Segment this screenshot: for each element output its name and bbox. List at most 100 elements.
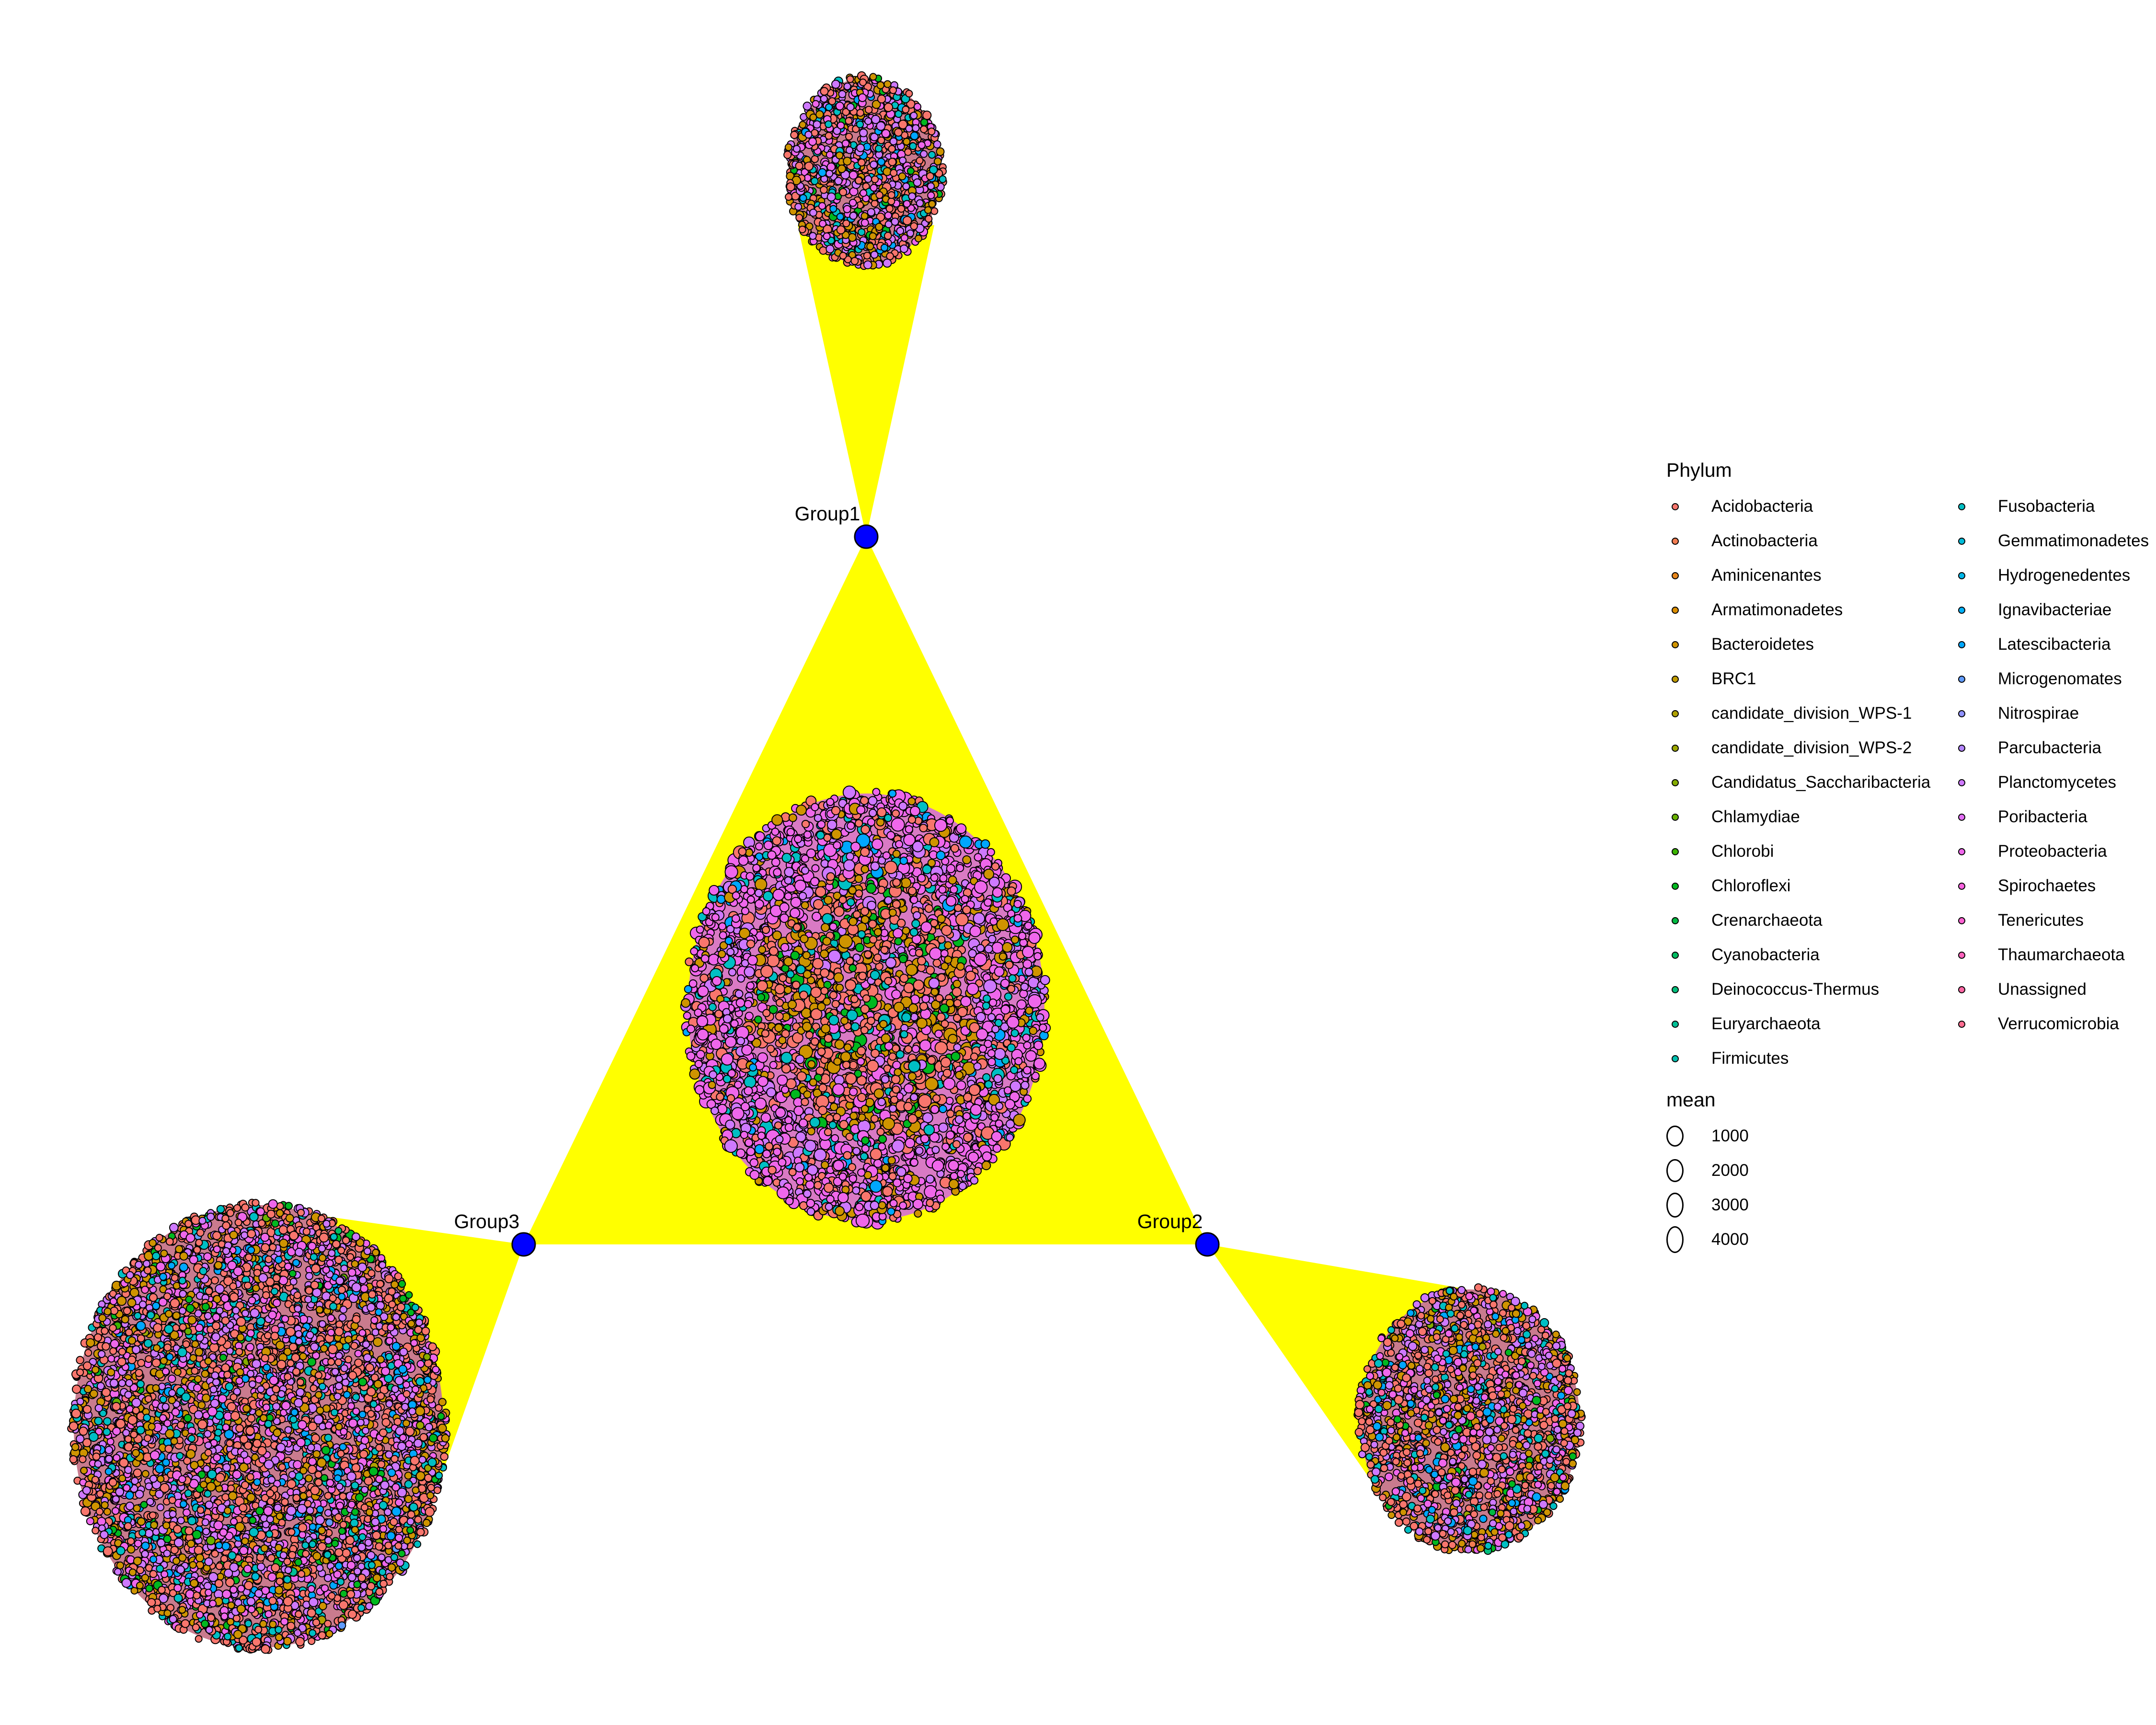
phylum-legend-item: candidate_division_WPS-2: [1666, 731, 1953, 765]
phylum-legend-item: Crenarchaeota: [1666, 903, 1953, 938]
phylum-legend-item: Armatimonadetes: [1666, 593, 1953, 627]
size-legend-item: 2000: [1666, 1153, 2156, 1188]
phylum-legend-item: Unassigned: [1953, 972, 2154, 1007]
size-legend-item: 4000: [1666, 1222, 2156, 1257]
group2-label: Group2: [1137, 1210, 1203, 1232]
phylum-swatch: [1958, 606, 1965, 614]
phylum-label: Poribacteria: [1998, 807, 2087, 826]
otu-clusters: [67, 71, 1586, 1654]
phylum-legend-item: Chlorobi: [1666, 834, 1953, 869]
phylum-label: Fusobacteria: [1998, 497, 2095, 516]
group3-label: Group3: [454, 1210, 520, 1232]
phylum-label: Nitrospirae: [1998, 704, 2079, 723]
phylum-swatch-key: [1953, 532, 1970, 550]
size-label: 1000: [1711, 1127, 1749, 1145]
phylum-label: Verrucomicrobia: [1998, 1014, 2119, 1033]
phylum-label: Aminicenantes: [1711, 566, 1822, 585]
group1-specific-cluster: [783, 71, 947, 270]
phylum-legend-item: Bacteroidetes: [1666, 627, 1953, 662]
shared-cluster: [680, 785, 1051, 1230]
phylum-swatch-key: [1953, 567, 1970, 584]
phylum-swatch-key: [1953, 601, 1970, 619]
phylum-label: Candidatus_Saccharibacteria: [1711, 773, 1931, 792]
phylum-label: Chlamydiae: [1711, 807, 1800, 826]
group2-node[interactable]: [1195, 1232, 1220, 1257]
phylum-swatch-key: [1953, 946, 1970, 964]
phylum-legend-item: Poribacteria: [1953, 800, 2154, 834]
phylum-label: Gemmatimonadetes: [1998, 531, 2149, 550]
phylum-legend-item: Spirochaetes: [1953, 869, 2154, 903]
group3-node[interactable]: [511, 1232, 536, 1257]
phylum-legend-item: Acidobacteria: [1666, 489, 1953, 524]
phylum-swatch-key: [1666, 774, 1684, 791]
group2-specific-cluster: [1353, 1283, 1586, 1555]
phylum-swatch-key: [1953, 1015, 1970, 1033]
phylum-swatch: [1958, 917, 1965, 924]
size-key: [1666, 1126, 1684, 1147]
phylum-swatch-key: [1953, 843, 1970, 860]
phylum-label: Proteobacteria: [1998, 842, 2107, 861]
phylum-label: Crenarchaeota: [1711, 911, 1823, 930]
phylum-swatch: [1958, 951, 1965, 959]
phylum-label: Deinococcus-Thermus: [1711, 980, 1880, 999]
group-labels: Group1 Group2 Group3: [454, 503, 1203, 1232]
phylum-swatch-key: [1666, 601, 1684, 619]
phylum-legend-item: Fusobacteria: [1953, 489, 2154, 524]
phylum-swatch: [1958, 572, 1965, 579]
phylum-swatch: [1671, 641, 1679, 648]
phylum-swatch: [1671, 986, 1679, 993]
phylum-swatch: [1958, 848, 1965, 855]
phylum-label: Thaumarchaeota: [1998, 945, 2125, 964]
phylum-swatch: [1671, 1020, 1679, 1028]
phylum-swatch-key: [1953, 877, 1970, 895]
size-label: 2000: [1711, 1161, 1749, 1180]
size-legend-item: 3000: [1666, 1188, 2156, 1222]
phylum-swatch: [1671, 503, 1679, 510]
phylum-legend-item: Candidatus_Saccharibacteria: [1666, 765, 1953, 800]
phylum-label: candidate_division_WPS-1: [1711, 704, 1912, 723]
phylum-swatch-key: [1666, 912, 1684, 929]
phylum-swatch-key: [1666, 636, 1684, 653]
phylum-label: Ignavibacteriae: [1998, 600, 2112, 619]
phylum-label: BRC1: [1711, 669, 1756, 688]
phylum-swatch: [1671, 1055, 1679, 1062]
phylum-swatch-key: [1953, 636, 1970, 653]
phylum-legend-item: Hydrogenedentes: [1953, 558, 2154, 593]
group-hubs: [511, 524, 1220, 1257]
phylum-swatch-key: [1666, 1015, 1684, 1033]
phylum-swatch-key: [1953, 705, 1970, 722]
phylum-swatch: [1671, 537, 1679, 545]
phylum-swatch: [1958, 882, 1965, 890]
phylum-legend-item: Proteobacteria: [1953, 834, 2154, 869]
phylum-swatch: [1958, 710, 1965, 717]
phylum-swatch-key: [1666, 705, 1684, 722]
phylum-swatch-key: [1953, 774, 1970, 791]
phylum-swatch-key: [1666, 808, 1684, 826]
phylum-swatch-key: [1666, 739, 1684, 757]
phylum-swatch: [1671, 710, 1679, 717]
phylum-legend-item: Nitrospirae: [1953, 696, 2154, 731]
phylum-swatch-key: [1953, 912, 1970, 929]
phylum-swatch: [1958, 675, 1965, 683]
group1-node[interactable]: [854, 524, 879, 549]
phylum-swatch: [1671, 917, 1679, 924]
phylum-legend-item: Gemmatimonadetes: [1953, 524, 2154, 558]
phylum-swatch: [1671, 606, 1679, 614]
size-ring: [1666, 1192, 1684, 1218]
size-key: [1666, 1226, 1684, 1253]
phylum-swatch-key: [1666, 670, 1684, 688]
phylum-swatch-key: [1666, 981, 1684, 998]
phylum-swatch: [1958, 779, 1965, 786]
phylum-label: Hydrogenedentes: [1998, 566, 2131, 585]
phylum-legend-item: Actinobacteria: [1666, 524, 1953, 558]
phylum-legend-item: Aminicenantes: [1666, 558, 1953, 593]
phylum-swatch: [1671, 779, 1679, 786]
phylum-label: Tenericutes: [1998, 911, 2084, 930]
size-ring: [1666, 1126, 1684, 1147]
phylum-legend-item: Firmicutes: [1666, 1041, 1953, 1076]
phylum-legend-item: BRC1: [1666, 662, 1953, 696]
phylum-swatch: [1958, 744, 1965, 752]
phylum-swatch: [1958, 1020, 1965, 1028]
